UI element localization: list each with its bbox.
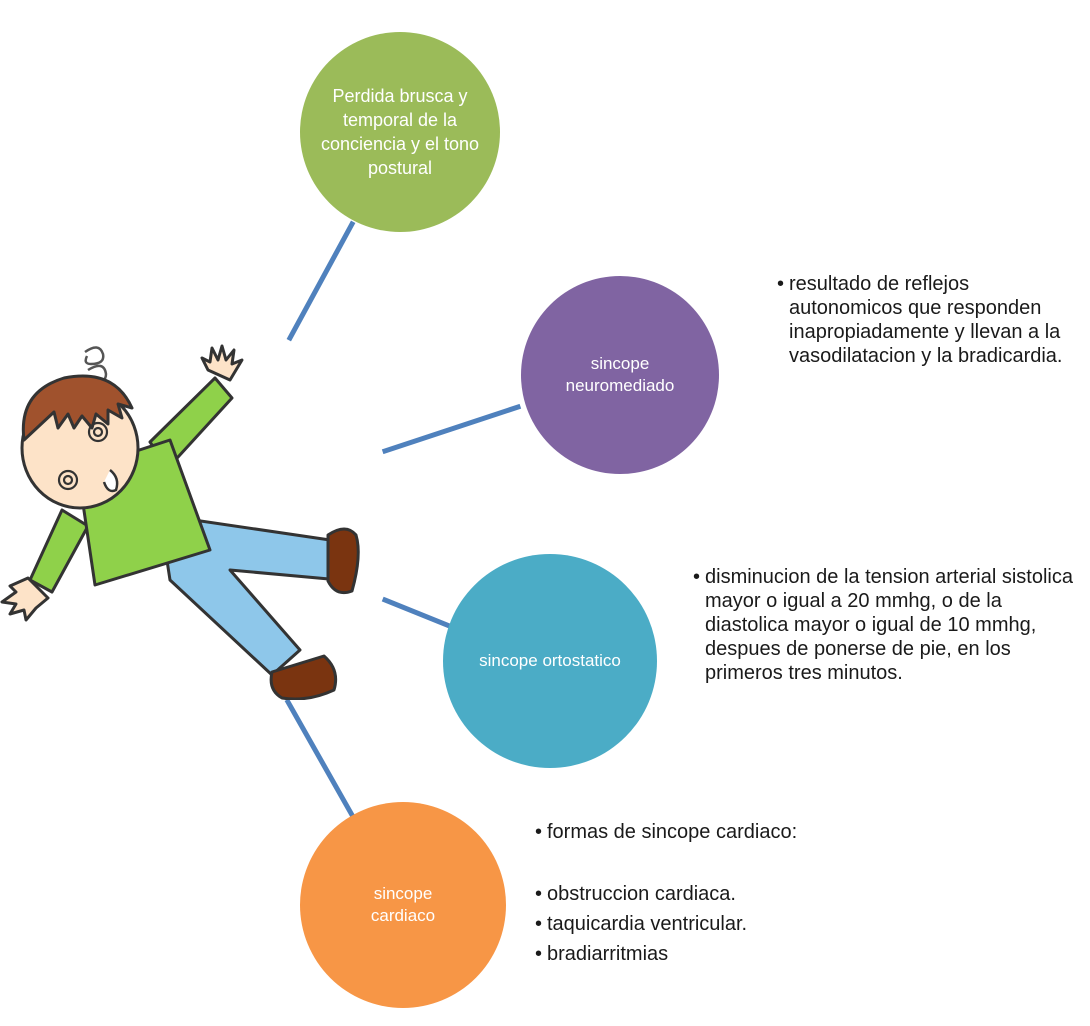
- node-label: sincope neuromediado: [565, 354, 675, 395]
- node-sincope-cardiaco: sincope cardiaco: [300, 802, 506, 1008]
- node-sincope-ortostatico: sincope ortostatico: [443, 554, 657, 768]
- node-perdida-de-conciencia: Perdida brusca y temporal de la concienc…: [300, 32, 500, 232]
- fainting-boy-illustration: [0, 344, 360, 700]
- note-ortostatico: disminucion de la tension arterial sisto…: [693, 565, 1073, 685]
- bullet-item: bradiarritmias: [535, 942, 1035, 966]
- bullet-item: taquicardia ventricular.: [535, 912, 1035, 936]
- node-label: sincope cardiaco: [370, 884, 436, 925]
- note-neuromediado: resultado de reflejos autonomicos que re…: [777, 272, 1082, 368]
- bullet-item: disminucion de la tension arterial sisto…: [693, 565, 1073, 685]
- connector-line-3: [381, 596, 451, 629]
- node-label: Perdida brusca y temporal de la concienc…: [320, 86, 480, 178]
- boy-head: [20, 374, 140, 510]
- note-cardiaco: formas de sincope cardiaco: obstruccion …: [535, 820, 1035, 966]
- connector-line-1: [286, 220, 356, 342]
- bullet-item: obstruccion cardiaca.: [535, 882, 1035, 906]
- node-sincope-neuromediado: sincope neuromediado: [521, 276, 719, 474]
- node-label: sincope ortostatico: [479, 651, 621, 670]
- connector-line-2: [381, 403, 522, 455]
- connector-line-4: [284, 698, 356, 819]
- bullet-item: formas de sincope cardiaco:: [535, 820, 1035, 844]
- bullet-item: resultado de reflejos autonomicos que re…: [777, 272, 1082, 368]
